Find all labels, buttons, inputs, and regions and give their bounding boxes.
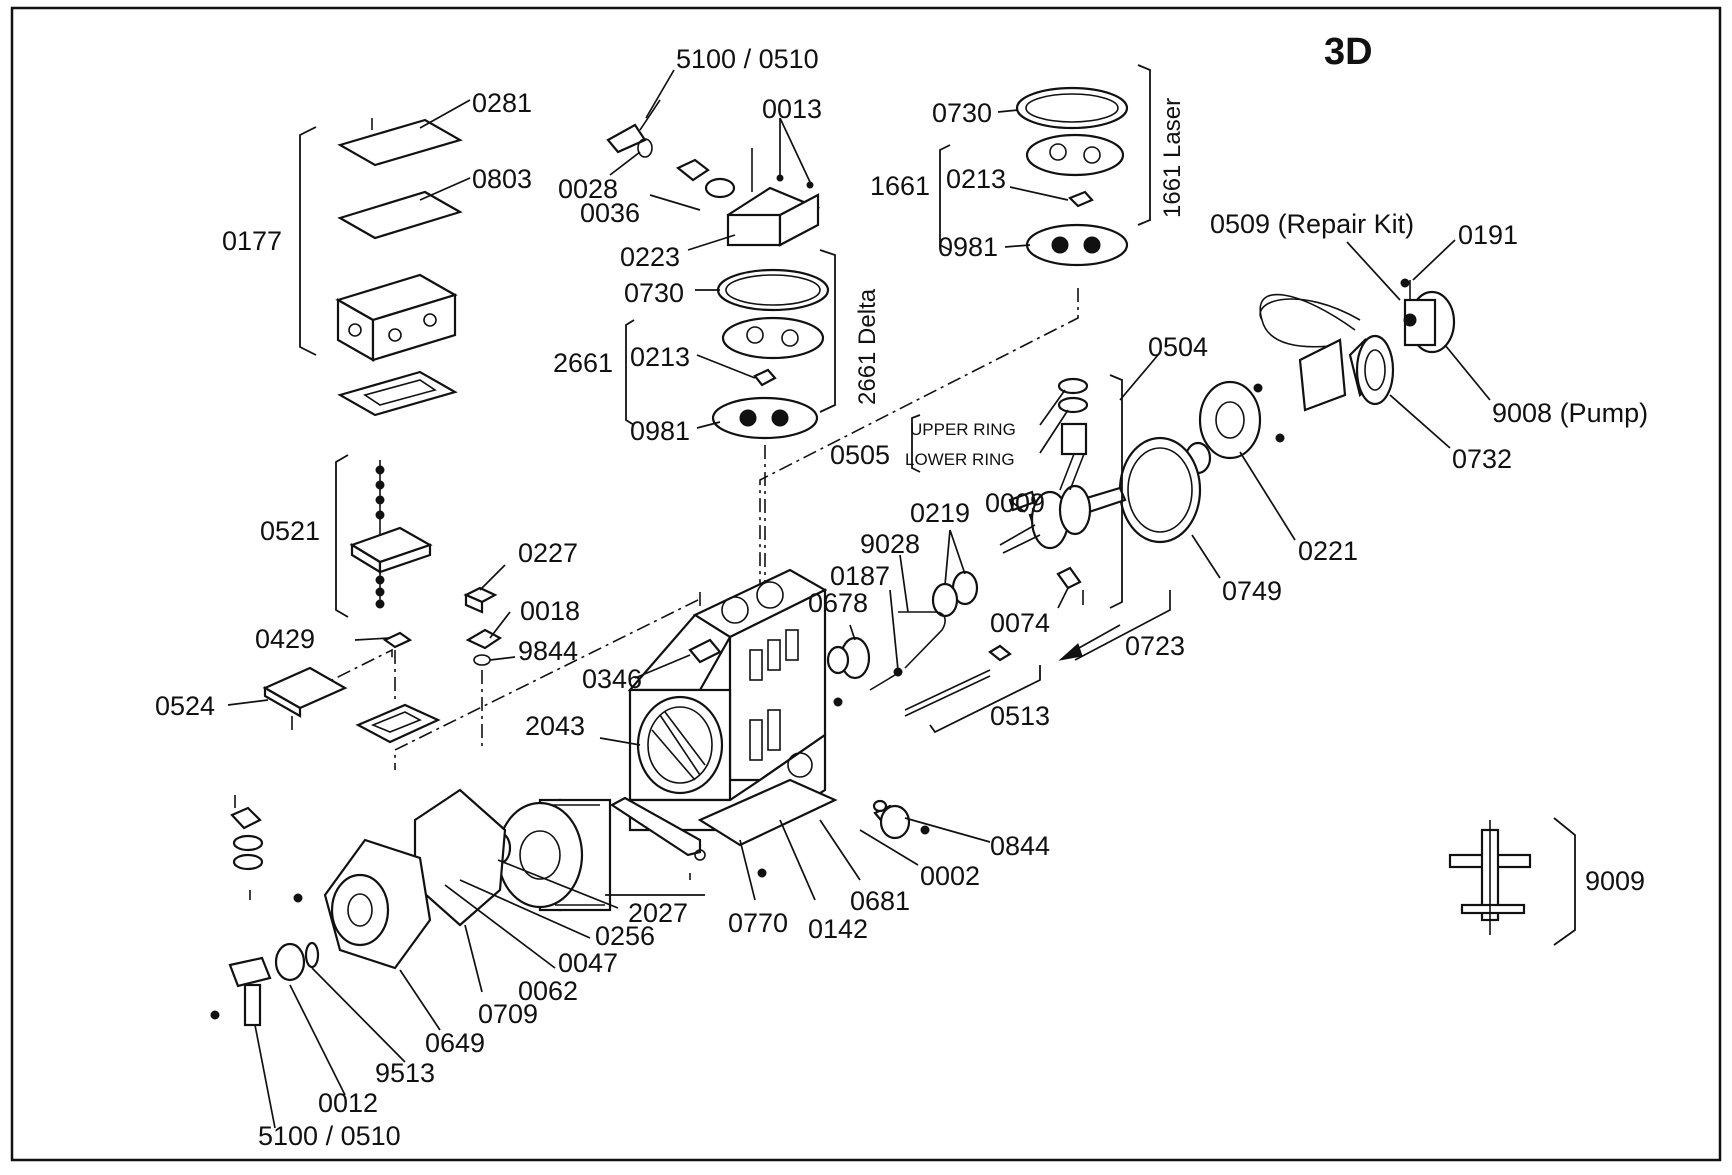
label-0730-laser: 0730 <box>932 98 992 128</box>
valve-5100-bottom <box>228 956 272 988</box>
crankshaft-group <box>931 380 1285 618</box>
label-9009: 9009 <box>1585 866 1645 896</box>
piston-group <box>1057 377 1089 491</box>
label-9028: 9028 <box>860 529 920 559</box>
label-lower-ring: LOWER RING <box>905 450 1015 469</box>
label-0981-laser: 0981 <box>938 232 998 262</box>
label-0723: 0723 <box>1125 631 1185 661</box>
gasket-0730-delta <box>716 268 830 312</box>
label-0009: 0009 <box>985 488 1045 518</box>
terminal-base-plate <box>337 370 458 417</box>
laser-group <box>1015 86 1129 267</box>
label-0213-delta: 0213 <box>630 342 690 372</box>
label-2043: 2043 <box>525 711 585 741</box>
label-0429: 0429 <box>255 624 315 654</box>
label-0187: 0187 <box>830 561 890 591</box>
label-9844: 9844 <box>518 636 578 666</box>
base-parts <box>609 796 930 880</box>
label-2027: 2027 <box>628 898 688 928</box>
label-0281: 0281 <box>472 88 532 118</box>
label-0177: 0177 <box>222 226 282 256</box>
view-title: 3D <box>1324 31 1373 73</box>
terminal-box-group <box>335 118 463 417</box>
label-0649: 0649 <box>425 1028 485 1058</box>
label-0505: 0505 <box>830 440 890 470</box>
label-0219: 0219 <box>910 498 970 528</box>
label-0709: 0709 <box>478 999 538 1029</box>
cylinder-head-group <box>606 99 830 440</box>
label-0732: 0732 <box>1452 444 1512 474</box>
label-0221: 0221 <box>1298 536 1358 566</box>
label-0681: 0681 <box>850 886 910 916</box>
label-9008-pump: 9008 (Pump) <box>1492 398 1648 428</box>
label-0062: 0062 <box>518 976 578 1006</box>
inset-9009 <box>1448 820 1532 935</box>
label-0047: 0047 <box>558 948 618 978</box>
label-0012: 0012 <box>318 1088 378 1118</box>
motor-group <box>210 788 612 1027</box>
valve-plate-delta <box>721 316 825 360</box>
label-0191: 0191 <box>1458 220 1518 250</box>
leader-lines <box>227 69 1491 1129</box>
part-labels: 0281 0803 0177 5100 / 0510 0013 0028 003… <box>155 44 1648 1151</box>
label-1661: 1661 <box>870 171 930 201</box>
label-9513: 9513 <box>375 1058 435 1088</box>
label-0678: 0678 <box>808 588 868 618</box>
label-0346: 0346 <box>582 664 642 694</box>
label-0018: 0018 <box>520 596 580 626</box>
seal-0732 <box>1355 334 1395 406</box>
label-0803: 0803 <box>472 164 532 194</box>
label-5100-0510-top: 5100 / 0510 <box>676 44 819 74</box>
gasket-0730-laser <box>1015 86 1129 130</box>
label-0227: 0227 <box>518 538 578 568</box>
label-0509-repair-kit: 0509 (Repair Kit) <box>1210 209 1414 239</box>
label-5100-0510-bottom: 5100 / 0510 <box>258 1121 401 1151</box>
label-0521: 0521 <box>260 516 320 546</box>
oil-tube-group <box>826 611 1012 717</box>
label-0256: 0256 <box>595 921 655 951</box>
label-0013: 0013 <box>762 94 822 124</box>
label-0770: 0770 <box>728 908 788 938</box>
label-0036: 0036 <box>580 198 640 228</box>
gasket-0981-laser <box>1025 223 1129 267</box>
terminal-cover <box>337 118 463 167</box>
label-upper-ring: UPPER RING <box>910 420 1016 439</box>
label-1661-laser: 1661 Laser <box>1159 98 1186 218</box>
valve-plate-laser <box>1025 133 1125 177</box>
label-0844: 0844 <box>990 831 1050 861</box>
valve-5100-top <box>606 123 647 154</box>
label-0749: 0749 <box>1222 576 1282 606</box>
label-0513: 0513 <box>990 701 1050 731</box>
pump-bracket <box>1298 338 1347 412</box>
label-0730-delta: 0730 <box>624 278 684 308</box>
arrow-0723 <box>1058 624 1121 661</box>
label-0074: 0074 <box>990 608 1050 638</box>
label-0524: 0524 <box>155 691 215 721</box>
label-0223: 0223 <box>620 242 680 272</box>
gasket-0981-delta <box>711 396 819 440</box>
label-0213-laser: 0213 <box>946 164 1006 194</box>
label-2661-delta: 2661 Delta <box>854 288 881 405</box>
label-0028: 0028 <box>558 174 618 204</box>
terminal-plate-group <box>262 460 441 744</box>
label-2661: 2661 <box>553 348 613 378</box>
gasket-0749 <box>1118 436 1202 544</box>
label-0142: 0142 <box>808 914 868 944</box>
gasket-0012 <box>274 942 306 982</box>
pump-group <box>1259 278 1456 412</box>
label-0504: 0504 <box>1148 332 1208 362</box>
terminal-gasket <box>337 190 463 240</box>
label-0002: 0002 <box>920 861 980 891</box>
bearing-cover-0221 <box>1198 380 1262 460</box>
gasket-0521 <box>355 703 441 744</box>
brackets <box>299 64 1576 946</box>
label-0981-delta: 0981 <box>630 416 690 446</box>
bushing-0219b <box>931 582 959 618</box>
